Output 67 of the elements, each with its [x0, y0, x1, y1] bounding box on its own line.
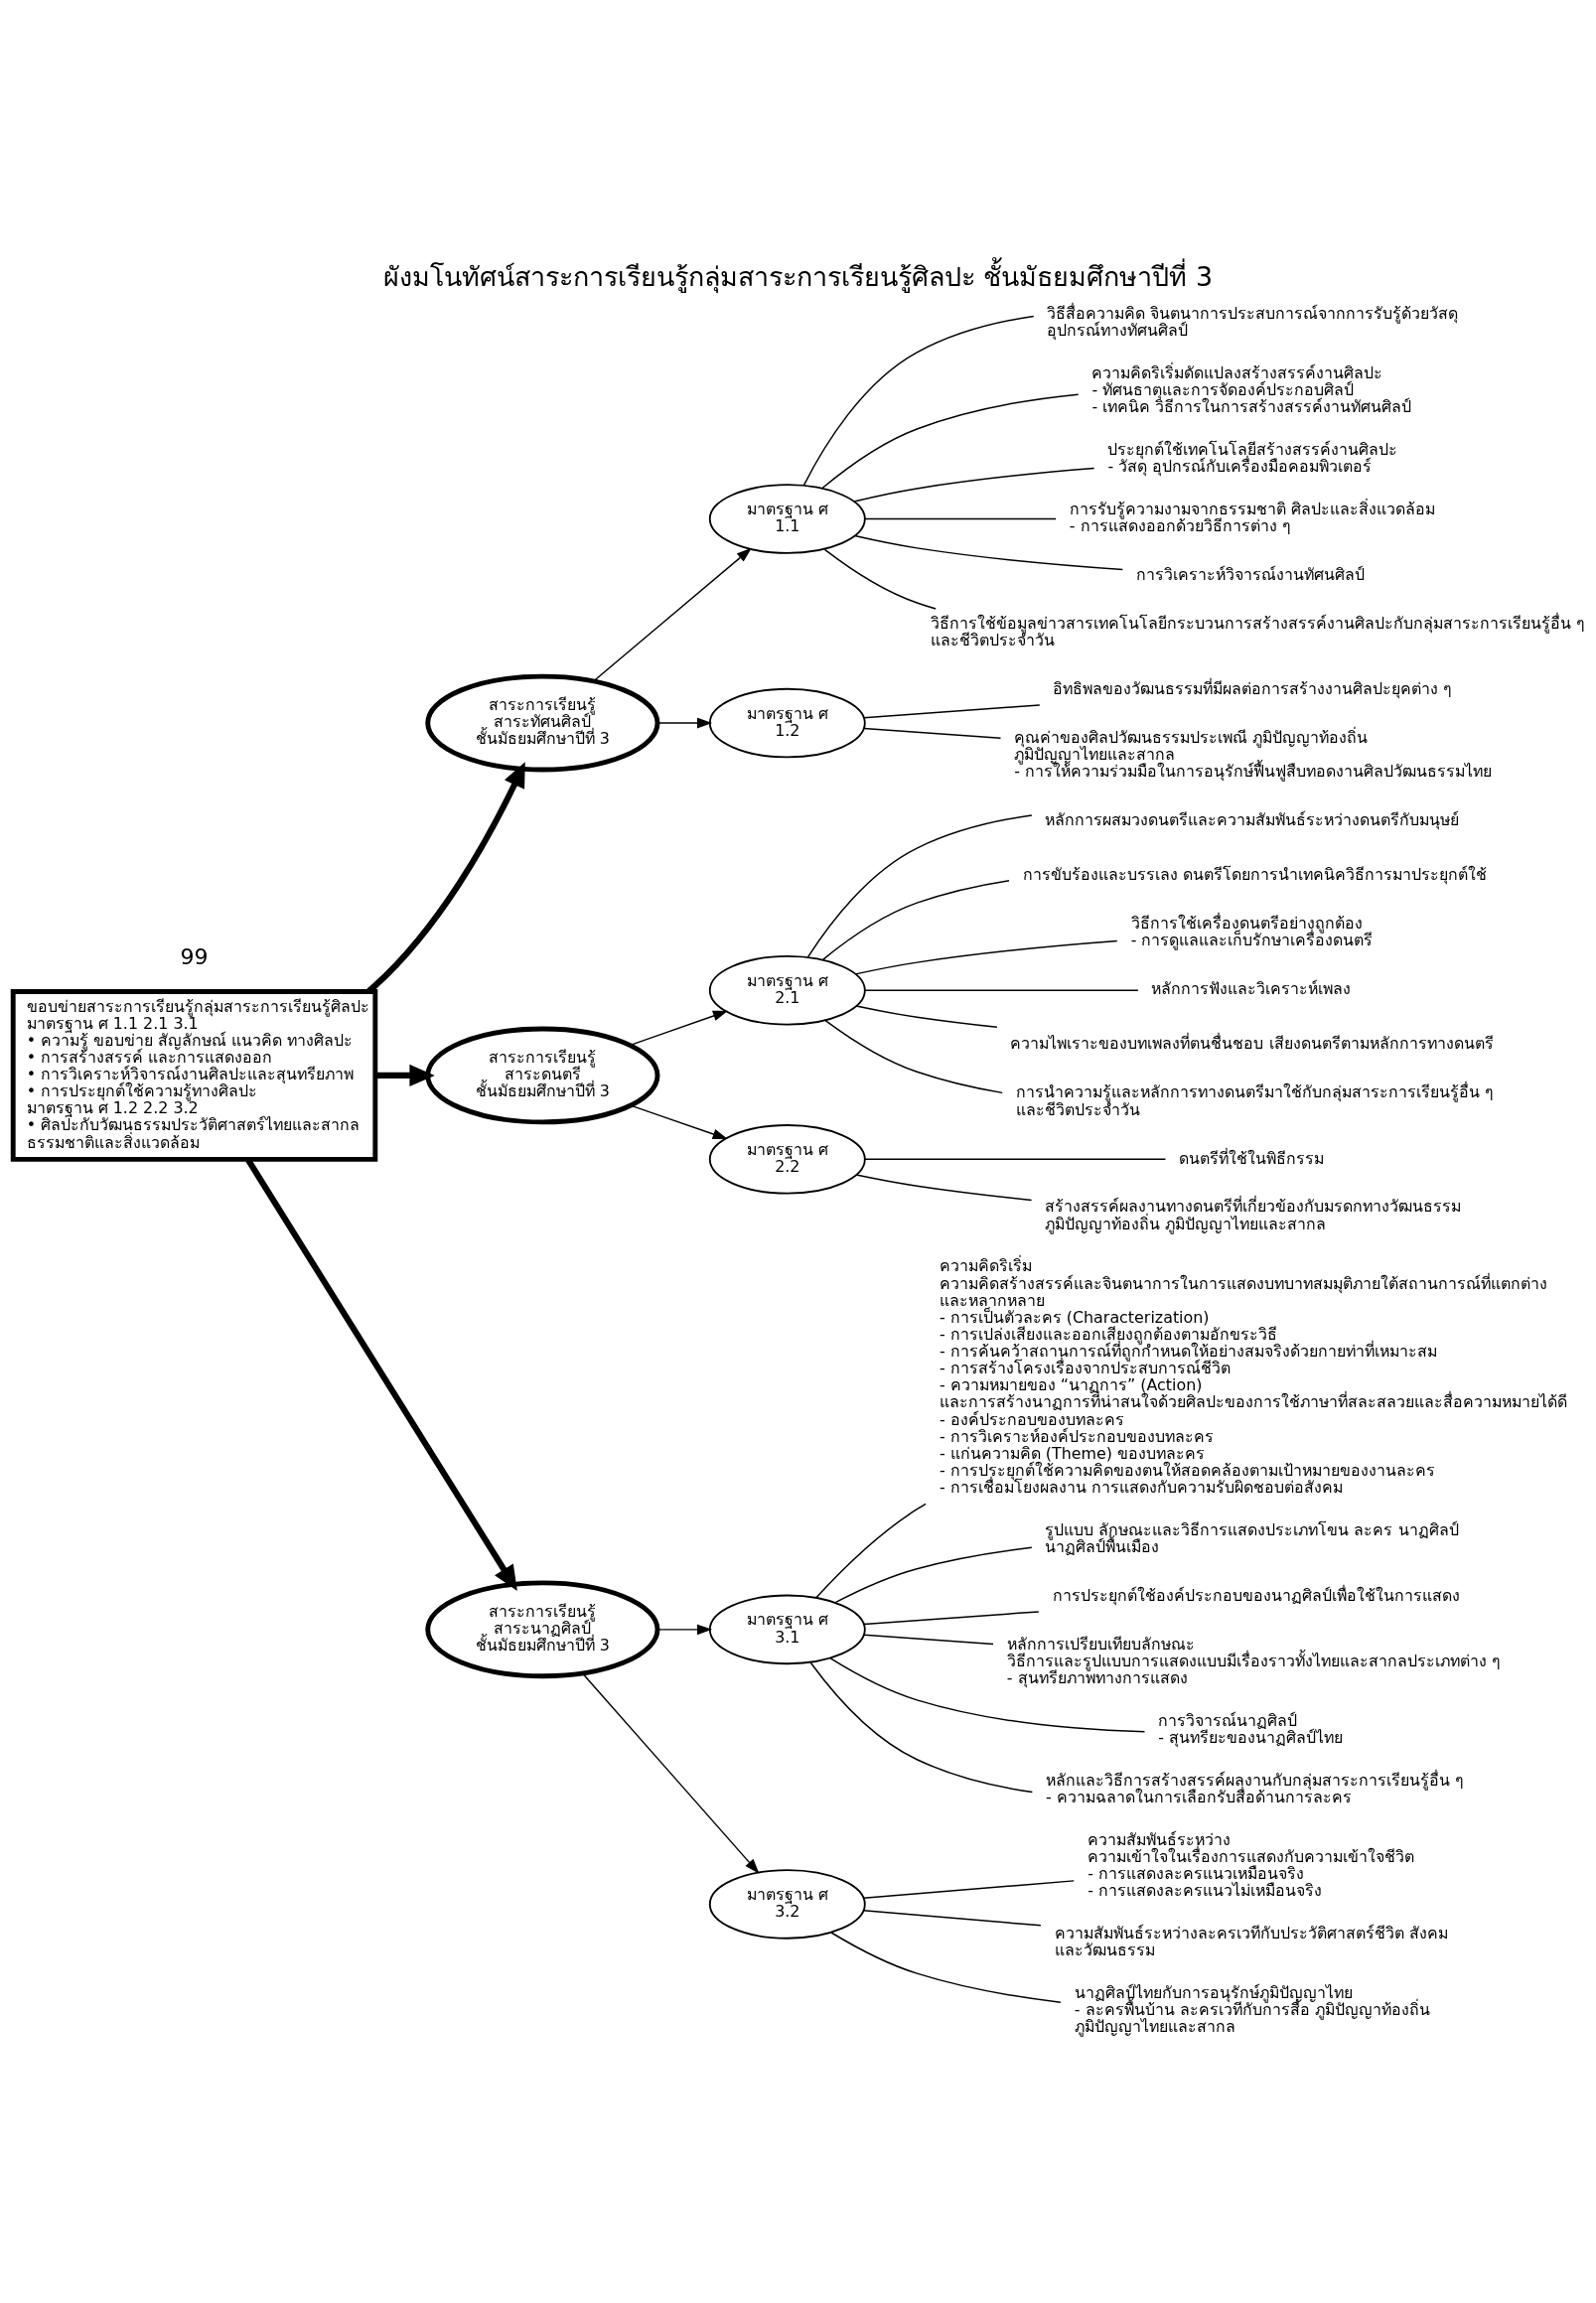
connector	[855, 1173, 1033, 1201]
node-text: อิทธิพลของวัฒนธรรมที่มีผลต่อการสร้างงานศิลปะยุคต่าง ๆ	[1053, 678, 1453, 698]
arrow	[629, 1010, 729, 1046]
connector	[863, 727, 1002, 739]
connector	[824, 1019, 1003, 1093]
node-text: การประยุกต์ใช้องค์ประกอบของนาฏศิลป์เพื่อใช้ในการแสดง	[1052, 1585, 1460, 1605]
node-text: ความไพเราะของบทเพลงที่ตนชื่นชอบ เสียงดนตรีตามหลักการทางดนตรี	[1010, 1033, 1494, 1053]
arrow	[656, 717, 713, 728]
label: 99	[180, 943, 209, 969]
node-text: ความคิดริเริ่มดัดแปลงสร้างสรรค์งานศิลปะ - ทัศนธาตุและการจัดองค์ประกอบศิลป์ - เทคนิค วิธีการในการสร้างสรรค์งานทัศนศิลป์	[1091, 362, 1412, 416]
arrow	[592, 547, 752, 682]
node-text: วิธีการใช้ข้อมูลข่าวสารเทคโนโลยีกระบวนการสร้างสรรค์งานศิลปะกับกลุ่มสาระการเรียนรู้อื่น ๆ และชีวิตประจำวัน	[930, 613, 1585, 649]
arrow	[656, 1624, 713, 1635]
node-ellipse: มาตรฐาน ศ 3.2	[708, 1868, 866, 1940]
connector	[815, 1503, 927, 1598]
connector	[863, 1634, 994, 1645]
connector	[802, 315, 1035, 486]
connector	[821, 392, 1080, 489]
node-text: หลักการฟังและวิเคราะห์เพลง	[1151, 978, 1352, 998]
node-box: ขอบข่ายสาระการเรียนรู้กลุ่มสาระการเรียนรู้ศิลปะ มาตรฐาน ศ 1.1 2.1 3.1 • ความรู้ ขอบข่าย สัญลักษณ์ แนวคิด ทางศิลปะ • การสร้างสรรค์ และการแสดงออก • การวิเคราะห์วิจารณ์งานศิลปะและสุนทรียภาพ • การประยุกต์ใช้ความรู้ทางศิลปะ มาตรฐาน ศ 1.2 2.2 3.2 • ศิลปะกับวัฒนธรรมประวัติศาสตร์ไทยและสากล ธรรมชาติและสิ่งแวดล้อม	[10, 988, 378, 1162]
node-text: ดนตรีที่ใช้ในพิธีกรรม	[1178, 1148, 1324, 1167]
connector	[863, 1610, 1040, 1625]
connector	[834, 1546, 1033, 1603]
connector	[855, 1004, 998, 1028]
node-text: วิธีสื่อความคิด จินตนาการประสบการณ์จากการรับรู้ด้วยวัสดุ อุปกรณ์ทางทัศนศิลป์	[1047, 303, 1459, 340]
node-ellipse: มาตรฐาน ศ 1.1	[708, 483, 866, 554]
connector	[821, 879, 1010, 960]
node-text: ประยุกต์ใช้เทคโนโลยีสร้างสรรค์งานศิลปะ - วัสดุ อุปกรณ์กับเครื่องมือคอมพิวเตอร์	[1107, 439, 1398, 476]
arrow	[366, 761, 525, 994]
node-text: การขับร้องและบรรเลง ดนตรีโดยการนำเทคนิควิธีการมาประยุกต์ใช้	[1022, 864, 1487, 884]
node-ellipse: มาตรฐาน ศ 3.1	[708, 1594, 866, 1664]
connector	[809, 1661, 1034, 1793]
node-text: ความสัมพันธ์ระหว่าง ความเข้าใจในเรื่องการแสดงกับความเข้าใจชีวิต - การแสดงละครแนวเหมือนจริง - การแสดงละครแนวไม่เหมือนจริง	[1088, 1829, 1415, 1900]
connector	[864, 1158, 1167, 1160]
node-text: การวิเคราะห์วิจารณ์งานทัศนศิลป์	[1136, 564, 1366, 584]
connector	[854, 534, 1124, 570]
connector	[823, 548, 937, 610]
node-ellipse: สาระการเรียนรู้ สาระดนตรี ชั้นมัธยมศึกษาปีที่ 3	[425, 1026, 660, 1124]
node-text: วิธีการใช้เครื่องดนตรีอย่างถูกต้อง - การดูแลและเก็บรักษาเครื่องดนตรี	[1130, 913, 1374, 949]
connector	[864, 517, 1057, 519]
node-text: ความคิดริเริ่ม ความคิดสร้างสรรค์และจินตนาการในการแสดงบทบาทสมมุติภายใต้สถานการณ์ที่แตกต่าง และหลากหลาย - การเป็นตัวละคร (Characterization) - การเปล่งเสียงและออกเสียงถูกต้องตามอักขระวิธี - การค้นคว้าสถานการณ์ที่ถูกกำหนดให้อย่างสมจริงด้วยกายท่าที่เหมาะสม - การสร้างโครงเรื่องจากประสบการณ์ชีวิต - ความหมายของ “นาฏการ” (Action) และการสร้างนาฏการที่น่าสนใจด้วยศิลปะของการใช้ภาษาที่สละสลวยและสื่อความหมายได้ดี - องค์ประกอบของบทละคร - การวิเคราะห์องค์ประกอบของบทละคร - แก่นความคิด (Theme) ของบทละคร - การประยุกต์ใช้ความคิดของตนให้สอดคล้องตามเป้าหมายของงานละคร - การเชื่อมโยงผลงาน การแสดงกับความรับผิดชอบต่อสังคม	[939, 1255, 1567, 1497]
node-text: สร้างสรรค์ผลงานทางดนตรีที่เกี่ยวข้องกับมรดกทางวัฒนธรรม ภูมิปัญญาท้องถิ่น ภูมิปัญญาไทยและสากล	[1045, 1196, 1462, 1233]
connector	[863, 703, 1041, 718]
node-text: หลักการผสมวงดนตรีและความสัมพันธ์ระหว่างดนตรีกับมนุษย์	[1045, 809, 1460, 829]
arrow	[245, 1157, 517, 1591]
connector	[862, 1909, 1042, 1927]
node-text: หลักและวิธีการสร้างสรรค์ผลงานกับกลุ่มสาระการเรียนรู้อื่น ๆ - ความฉลาดในการเลือกรับสื่อด้านการละคร	[1045, 1770, 1465, 1806]
connector	[830, 1931, 1062, 2003]
node-text: รูปแบบ ลักษณะและวิธีการแสดงประเภทโขน ละคร นาฏศิลป์ นาฏศิลป์พื้นเมือง	[1045, 1519, 1459, 1556]
connector	[854, 939, 1118, 975]
connector	[806, 813, 1033, 958]
node-text: คุณค่าของศิลปวัฒนธรรมประเพณี ภูมิปัญญาท้องถิ่น ภูมิปัญญาไทยและสากล - การให้ความร่วมมือในการอนุรักษ์ฟื้นฟูสืบทอดงานศิลปวัฒนธรรมไทย	[1014, 727, 1492, 781]
node-text: ความสัมพันธ์ระหว่างละครเวทีกับประวัติศาสตร์ชีวิต สังคม และวัฒนธรรม	[1054, 1923, 1448, 1959]
node-text: หลักการเปรียบเทียบลักษณะ วิธีการและรูปแบบการแสดงแบบมีเรื่องราวทั้งไทยและสากลประเภทต่าง ๆ - สุนทรียภาพทางการแสดง	[1006, 1634, 1501, 1687]
arrow	[375, 1064, 435, 1086]
node-text: นาฏศิลป์ไทยกับการอนุรักษ์ภูมิปัญญาไทย - ละครพื้นบ้าน ละครเวทีกับการสื่อ ภูมิปัญญาท้องถิ่น ภูมิปัญญาไทยและสากล	[1074, 1982, 1430, 2036]
arrow	[630, 1103, 728, 1139]
node-text: การรับรู้ความงามจากธรรมชาติ ศิลปะและสิ่งแวดล้อม - การแสดงออกด้วยวิธีการต่าง ๆ	[1069, 499, 1435, 535]
connector	[853, 467, 1095, 503]
connector	[829, 1656, 1146, 1732]
connector	[862, 1879, 1075, 1899]
node-text: การนำความรู้และหลักการทางดนตรีมาใช้กับกลุ่มสาระการเรียนรู้อื่น ๆ และชีวิตประจำวัน	[1016, 1081, 1495, 1119]
node-ellipse: มาตรฐาน ศ 1.2	[708, 687, 866, 758]
node-ellipse: สาระการเรียนรู้ สาระทัศนศิลป์ ชั้นมัธยมศึกษาปีที่ 3	[425, 673, 660, 772]
connector	[864, 989, 1139, 991]
node-text: การวิจารณ์นาฏศิลป์ - สุนทรียะของนาฏศิลป์ไทย	[1158, 1710, 1343, 1747]
node-ellipse: สาระการเรียนรู้ สาระนาฏศิลป์ ชั้นมัธยมศึกษาปีที่ 3	[425, 1579, 660, 1678]
